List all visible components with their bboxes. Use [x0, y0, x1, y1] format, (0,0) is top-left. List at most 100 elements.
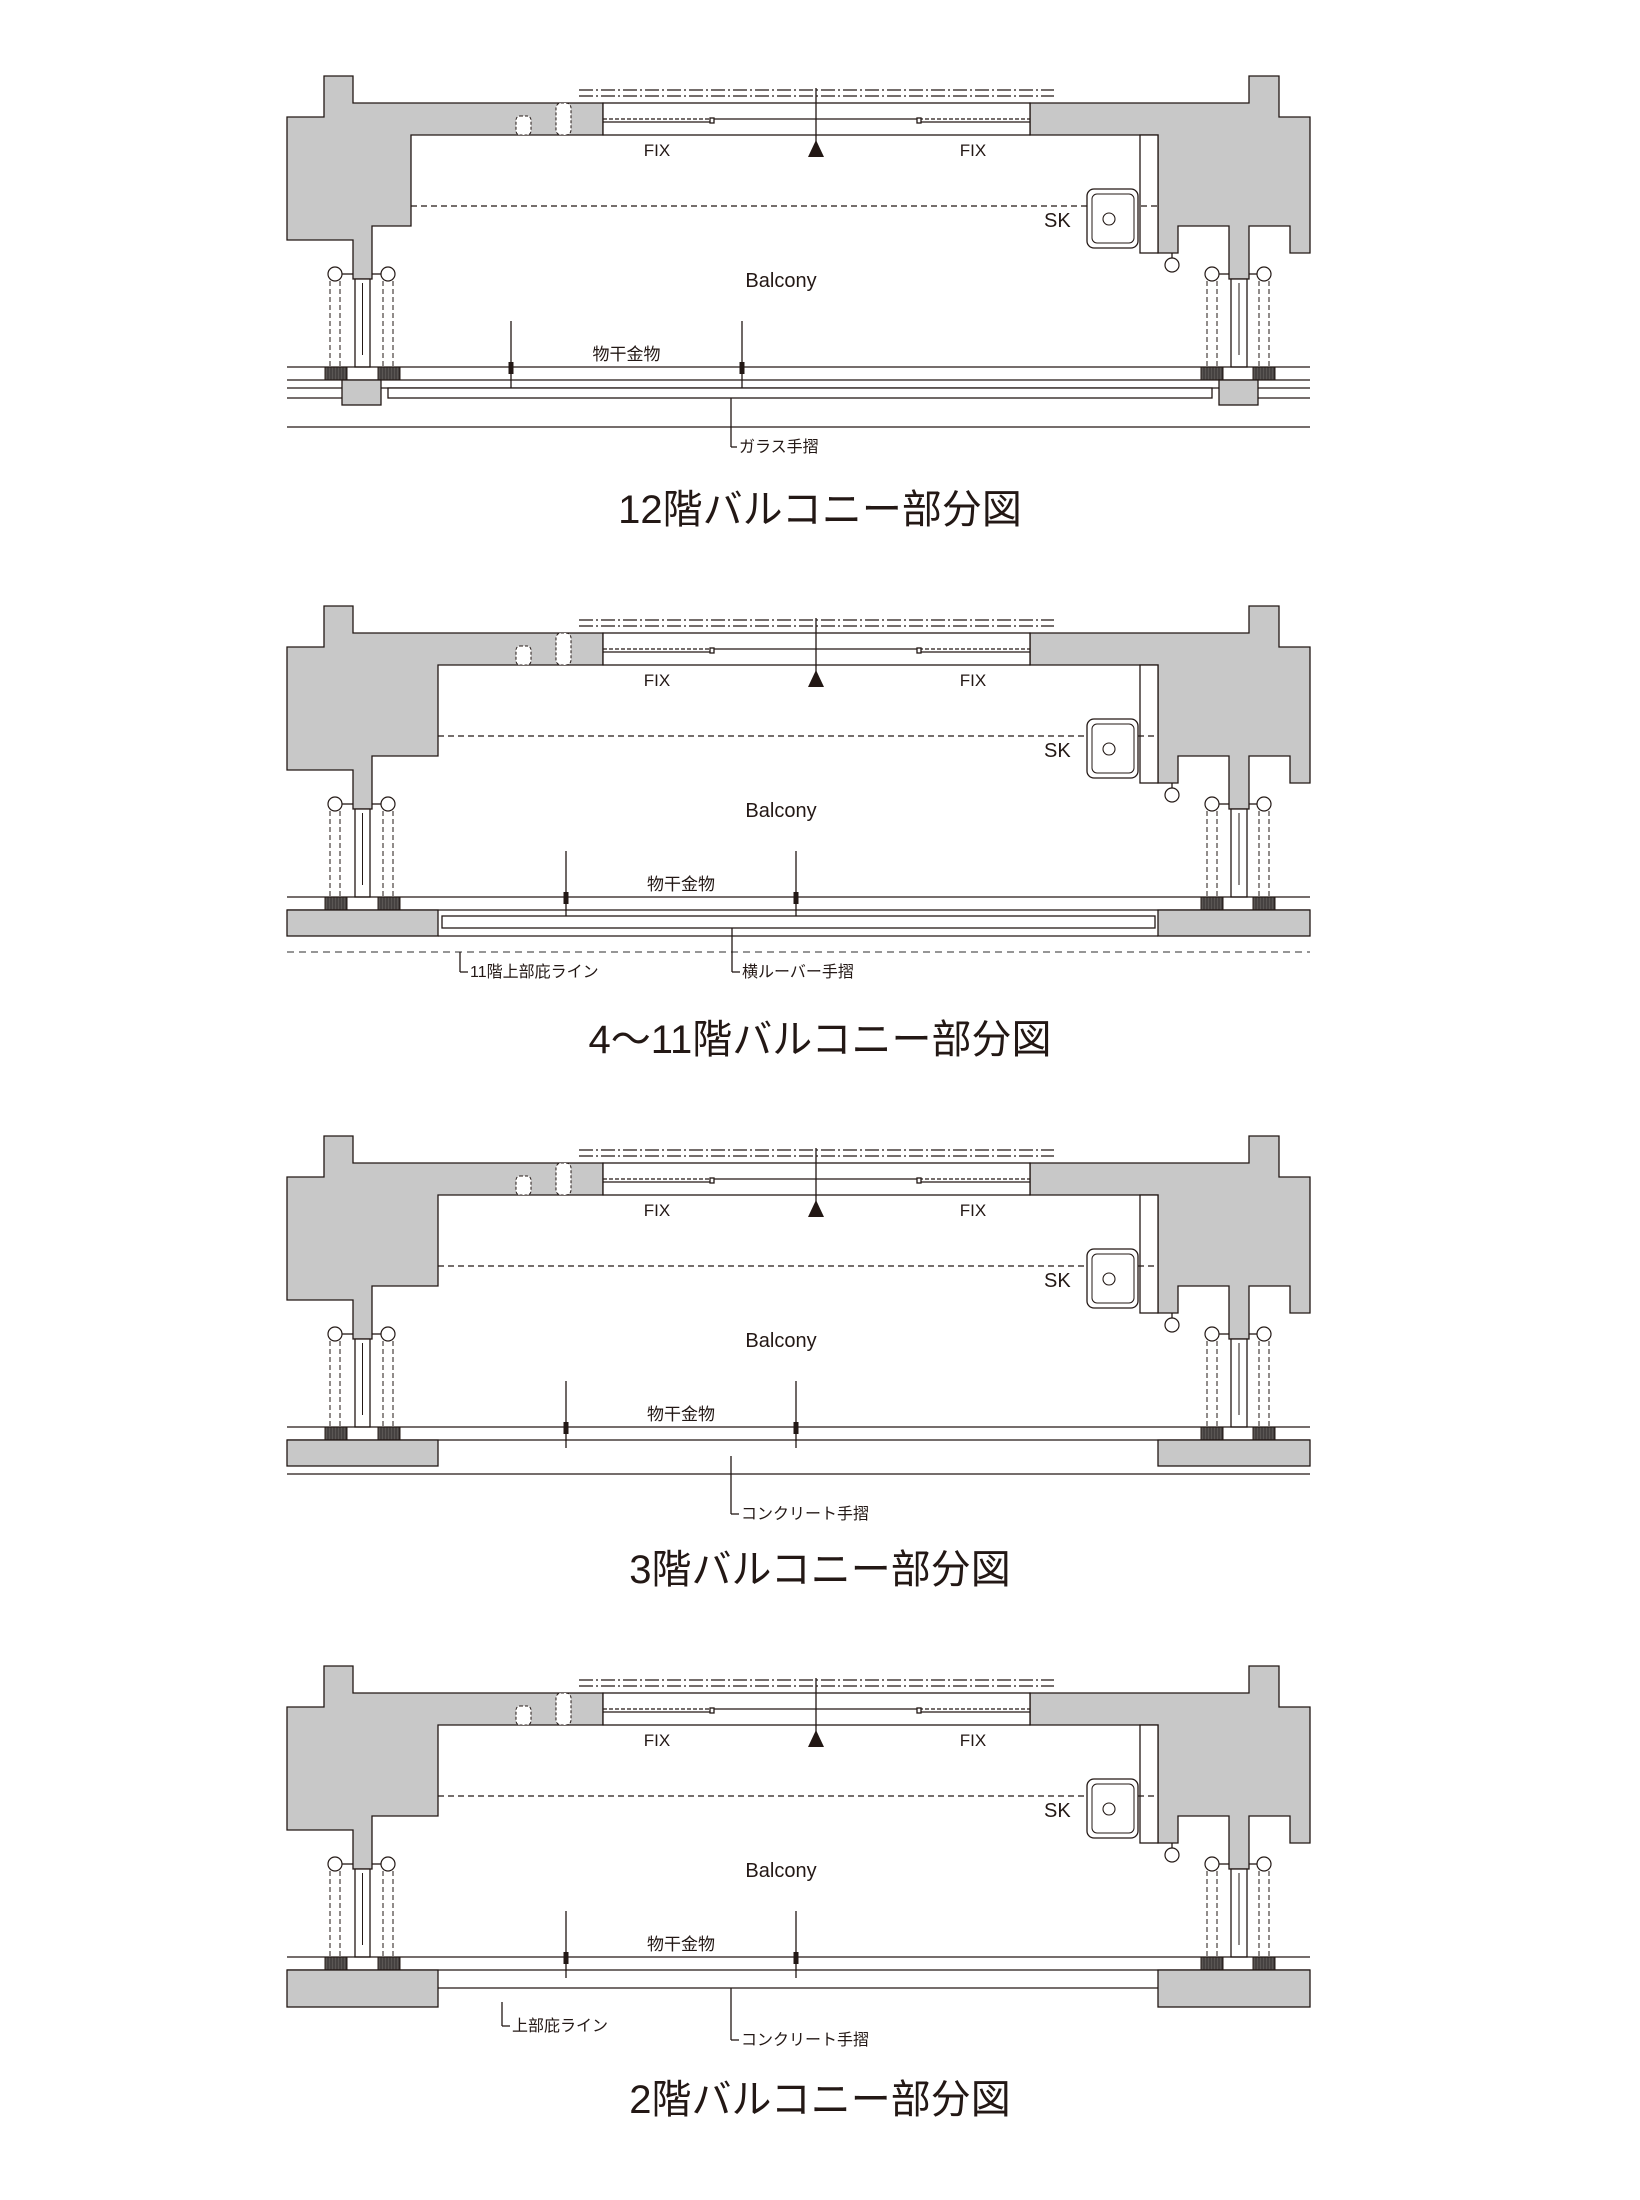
- downpipe-circle-icon: [327, 1856, 343, 1872]
- fix-label-left: FIX: [644, 671, 670, 690]
- pipe-shaft-dashed: [515, 115, 532, 136]
- side-panel: [1139, 134, 1159, 254]
- glass-handrail-label: ガラス手摺: [739, 438, 819, 456]
- downpipe-circle-icon: [1256, 1326, 1272, 1342]
- laundry-hanger-bracket: [508, 362, 514, 374]
- drain-circle-icon: [1164, 787, 1180, 803]
- side-panel: [1139, 1724, 1159, 1844]
- laundry-hanger-bracket: [793, 892, 799, 904]
- sk-label: SK: [1044, 740, 1071, 762]
- louver-handrail-label: 横ルーバー手摺: [742, 963, 854, 981]
- laundry-hanger-label: 物干金物: [593, 345, 661, 364]
- rail-pier: [341, 379, 382, 406]
- pipe-shaft-dashed: [515, 645, 532, 666]
- panel-title: 2階バルコニー部分図: [629, 2078, 1010, 2122]
- window-stop: [709, 1707, 715, 1714]
- rail-base-right: [1157, 909, 1311, 937]
- left-wall: [286, 1135, 604, 1340]
- rail-base-right: [1157, 1969, 1311, 2008]
- left-wall: [286, 1665, 604, 1870]
- drain-circle-icon: [1164, 1847, 1180, 1863]
- fix-label-left: FIX: [644, 141, 670, 160]
- eave-line-label: 上部庇ライン: [512, 2017, 608, 2035]
- pipe-shaft-dashed: [555, 632, 572, 666]
- window-stop: [709, 117, 715, 124]
- downpipe-circle-icon: [1204, 1326, 1220, 1342]
- laundry-hanger-bracket: [563, 1952, 569, 1964]
- downpipe-circle-icon: [1256, 796, 1272, 812]
- downpipe-circle-icon: [1256, 266, 1272, 282]
- window-stop: [916, 1707, 922, 1714]
- concrete-handrail-label: コンクリート手摺: [741, 1505, 869, 1523]
- rail-base-left: [286, 1969, 439, 2008]
- downpipe-circle-icon: [380, 796, 396, 812]
- rail-base-left: [286, 1439, 439, 1467]
- downpipe-circle-icon: [1256, 1856, 1272, 1872]
- drain-circle-icon: [1164, 1317, 1180, 1333]
- sk-label: SK: [1044, 1800, 1071, 1822]
- downpipe-circle-icon: [327, 266, 343, 282]
- drain-icon: [1102, 742, 1116, 756]
- right-wall: [1029, 1135, 1311, 1340]
- downpipe-circle-icon: [380, 1326, 396, 1342]
- left-wall: [286, 605, 604, 810]
- downpipe-circle-icon: [1204, 1856, 1220, 1872]
- rail-base-left: [286, 909, 439, 937]
- drain-icon: [1102, 1802, 1116, 1816]
- laundry-hanger-bracket: [563, 892, 569, 904]
- downpipe-circle-icon: [380, 1856, 396, 1872]
- window-stop: [916, 1177, 922, 1184]
- pipe-shaft-dashed: [555, 1162, 572, 1196]
- sink-basin: [1091, 1783, 1135, 1834]
- fix-label-left: FIX: [644, 1201, 670, 1220]
- laundry-hanger-label: 物干金物: [647, 1935, 715, 1954]
- rail-pier: [1218, 379, 1259, 406]
- panel-title: 4〜11階バルコニー部分図: [589, 1018, 1052, 1062]
- fix-label-right: FIX: [960, 1201, 986, 1220]
- sink-icon: [1086, 1248, 1139, 1309]
- laundry-hanger-bracket: [793, 1422, 799, 1434]
- downpipe-circle-icon: [1204, 266, 1220, 282]
- laundry-hanger-bracket: [793, 1952, 799, 1964]
- balcony-label: Balcony: [745, 800, 816, 822]
- laundry-hanger-label: 物干金物: [647, 875, 715, 894]
- entrance-triangle-icon: [808, 1200, 824, 1217]
- entrance-triangle-icon: [808, 140, 824, 157]
- sink-icon: [1086, 718, 1139, 779]
- side-panel: [1139, 1194, 1159, 1314]
- fix-label-left: FIX: [644, 1731, 670, 1750]
- panel-title: 12階バルコニー部分図: [618, 488, 1022, 532]
- sink-basin: [1091, 1253, 1135, 1304]
- glass-handrail: [387, 387, 1213, 399]
- pipe-shaft-dashed: [555, 1692, 572, 1726]
- rail-base-right: [1157, 1439, 1311, 1467]
- downpipe-circle-icon: [327, 1326, 343, 1342]
- drain-circle-icon: [1164, 257, 1180, 273]
- drain-icon: [1102, 1272, 1116, 1286]
- sink-basin: [1091, 723, 1135, 774]
- fix-label-right: FIX: [960, 141, 986, 160]
- balcony-label: Balcony: [745, 270, 816, 292]
- downpipe-circle-icon: [1204, 796, 1220, 812]
- entrance-triangle-icon: [808, 670, 824, 687]
- balcony-label: Balcony: [745, 1860, 816, 1882]
- louver-handrail: [441, 915, 1156, 929]
- window-stop: [916, 117, 922, 124]
- panel-title: 3階バルコニー部分図: [629, 1548, 1010, 1592]
- concrete-handrail-label: コンクリート手摺: [741, 2031, 869, 2049]
- entrance-triangle-icon: [808, 1730, 824, 1747]
- window-stop: [709, 647, 715, 654]
- side-panel: [1139, 664, 1159, 784]
- downpipe-circle-icon: [327, 796, 343, 812]
- pipe-shaft-dashed: [555, 102, 572, 136]
- left-wall: [286, 75, 604, 280]
- laundry-hanger-bracket: [739, 362, 745, 374]
- right-wall: [1029, 1665, 1311, 1870]
- window-stop: [916, 647, 922, 654]
- sk-label: SK: [1044, 210, 1071, 232]
- balcony-label: Balcony: [745, 1330, 816, 1352]
- right-wall: [1029, 605, 1311, 810]
